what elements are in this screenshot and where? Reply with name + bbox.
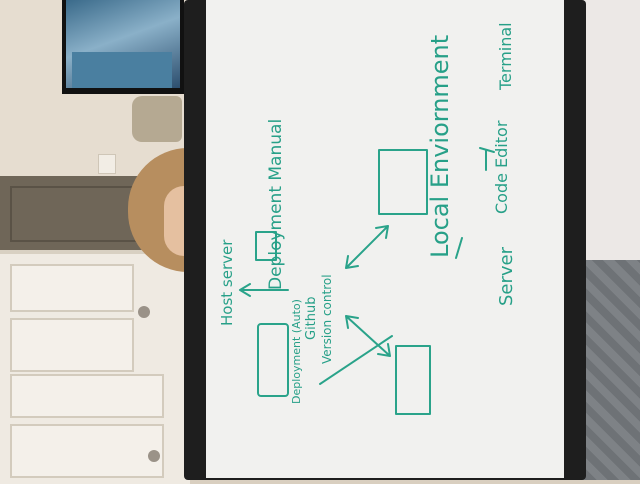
host-server-label: Host server xyxy=(218,239,236,326)
terminal-label: Terminal xyxy=(496,22,515,90)
door-panel xyxy=(10,264,134,312)
door-panel xyxy=(10,424,164,478)
deployment-auto-label: Deployment (Auto) xyxy=(290,299,303,404)
door-panel xyxy=(10,374,164,418)
handbag xyxy=(132,96,182,142)
white-door xyxy=(0,250,190,484)
github-label: Github xyxy=(304,296,319,340)
small-server-box xyxy=(255,231,277,261)
tick-mark xyxy=(479,147,495,171)
door-knob xyxy=(138,306,150,318)
host-server-box xyxy=(257,323,289,397)
deploy-arrow xyxy=(239,283,289,297)
sync-arrow xyxy=(345,225,389,269)
door-knob xyxy=(148,450,160,462)
server-label: Server xyxy=(496,246,517,306)
wall-outlet xyxy=(98,154,116,174)
code-editor-label: Code Editor xyxy=(492,120,511,214)
stroke-mark xyxy=(455,237,463,259)
github-box xyxy=(395,345,431,415)
connector-line xyxy=(319,335,393,385)
local-environment-box xyxy=(378,149,428,215)
deployment-manual-label: Deployment Manual xyxy=(266,118,286,290)
version-control-label: Version control xyxy=(320,274,334,364)
local-environment-label: Local Enviornment xyxy=(426,34,454,258)
whiteboard xyxy=(206,0,564,478)
door-panel xyxy=(10,318,134,372)
push-arrow xyxy=(345,315,391,357)
tv-scene xyxy=(72,52,172,88)
television xyxy=(62,0,184,94)
